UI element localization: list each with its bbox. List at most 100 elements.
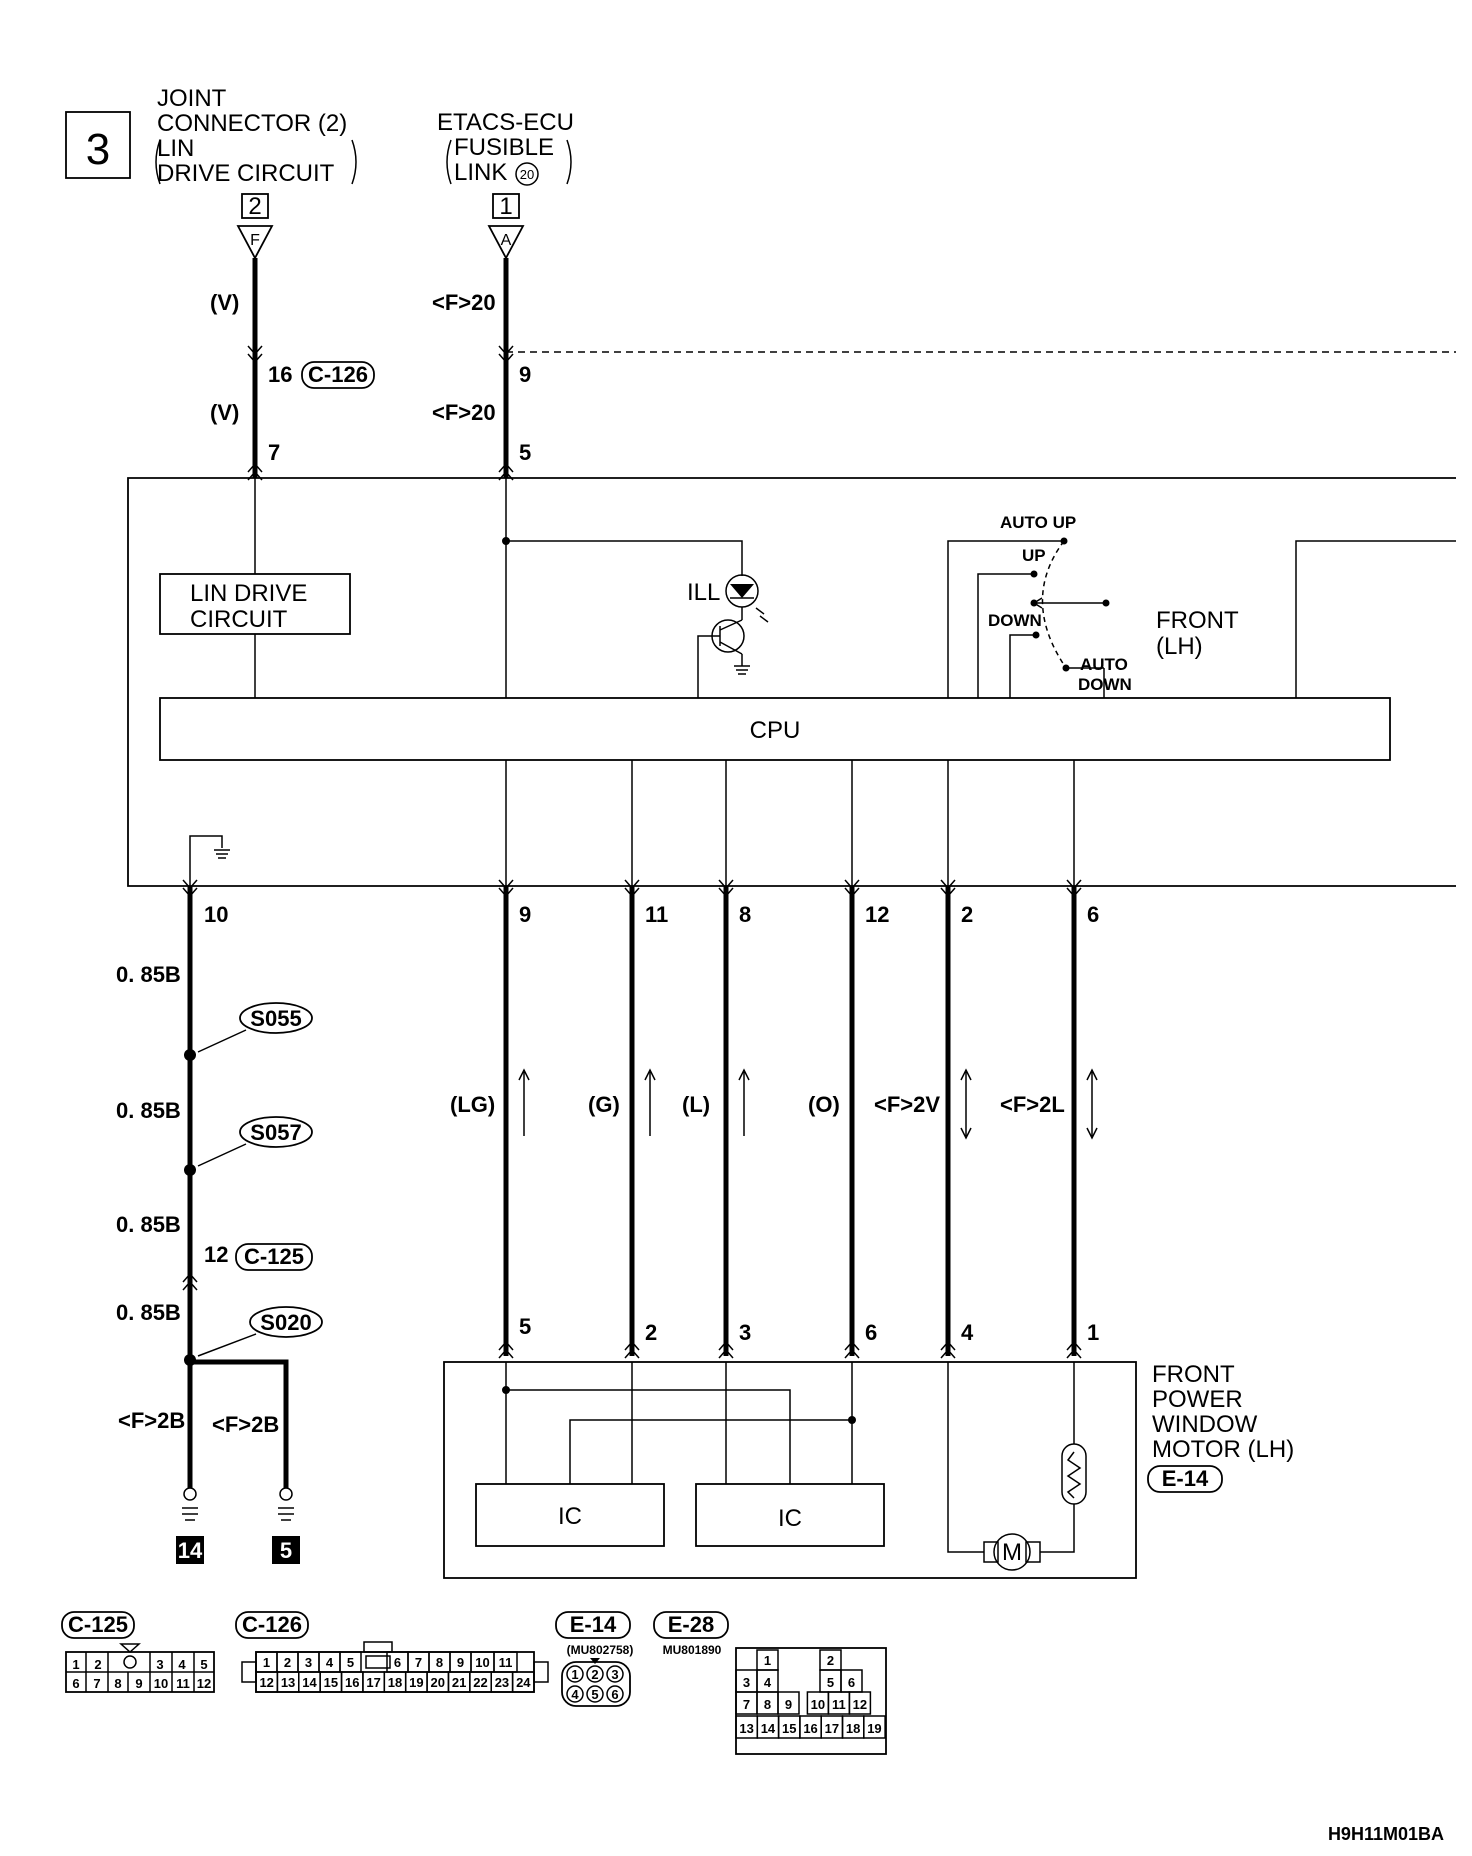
motor-pin-4: 4 <box>961 1320 974 1345</box>
e14-pin-5: 5 <box>591 1687 598 1702</box>
motor-symbol: M <box>1002 1539 1022 1566</box>
switch-auto-up: AUTO UP <box>1000 513 1076 532</box>
wire-color-v-1: (V) <box>210 290 239 315</box>
pin-16: 16 <box>268 362 292 387</box>
switch-up: UP <box>1022 546 1046 565</box>
motor-pin-5: 5 <box>519 1314 531 1339</box>
ground-color-1: 0. 85B <box>116 962 181 987</box>
c126-pin-13: 13 <box>281 1675 295 1690</box>
page-number: 3 <box>86 125 110 174</box>
e28-pin-12: 12 <box>853 1697 867 1712</box>
ic-2-label: IC <box>778 1505 802 1532</box>
lin-box-line-1: LIN DRIVE <box>190 580 307 607</box>
joint-line-1: JOINT <box>157 85 227 112</box>
motor-pin-1: 1 <box>1087 1320 1099 1345</box>
c125-pin-4: 4 <box>178 1657 186 1672</box>
etacs-label: ETACS-ECU FUSIBLE LINK 20 1 A <box>437 109 574 260</box>
connector-c125-label: C-125 <box>244 1244 304 1269</box>
motor-label-3: WINDOW <box>1152 1411 1258 1438</box>
e28-pin-14: 14 <box>761 1721 776 1736</box>
e28-title: E-28 <box>668 1612 714 1637</box>
joint-terminal: F <box>250 232 260 249</box>
splice-s057: S057 <box>250 1120 301 1145</box>
wire-color-f20-2: <F>20 <box>432 400 496 425</box>
c126-pin-18: 18 <box>388 1675 402 1690</box>
e28-part: MU801890 <box>663 1643 722 1657</box>
etacs-terminal: A <box>501 232 512 249</box>
ground-5: 5 <box>280 1538 292 1563</box>
e28-pin-5: 5 <box>827 1675 834 1690</box>
e14-pin-2: 2 <box>591 1667 598 1682</box>
etacs-pin: 1 <box>499 193 512 220</box>
motor-label-2: POWER <box>1152 1386 1243 1413</box>
cpu-label: CPU <box>750 717 801 744</box>
c126-pin-10: 10 <box>475 1655 489 1670</box>
e14-pin-4: 4 <box>571 1687 579 1702</box>
diagram-code: H9H11M01BA <box>1328 1824 1444 1844</box>
upper-wires: (V) (V) 16 C-126 7 <F>20 <F>20 9 5 <box>210 258 1456 481</box>
page-number-box: 3 <box>65 111 131 179</box>
e14-part: (MU802758) <box>567 1643 634 1657</box>
c126-pin-3: 3 <box>305 1655 312 1670</box>
joint-line-3: LIN <box>157 135 194 162</box>
c126-pin-9: 9 <box>457 1655 464 1670</box>
c125-pin-5: 5 <box>200 1657 207 1672</box>
switch-auto-down-1: AUTO <box>1080 655 1128 674</box>
c126-pin-20: 20 <box>431 1675 445 1690</box>
etacs-line-3: LINK <box>454 159 507 186</box>
splice-s020: S020 <box>260 1310 311 1335</box>
front-power-window-motor: FRONT POWER WINDOW MOTOR (LH) E-14 IC IC… <box>443 1361 1294 1579</box>
wire-color-l: (L) <box>682 1092 710 1117</box>
c126-pin-7: 7 <box>415 1655 422 1670</box>
ecu-pin-2: 2 <box>961 902 973 927</box>
wire-color-f2v: <F>2V <box>874 1092 940 1117</box>
ic-1-label: IC <box>558 1503 582 1530</box>
ground-color-2: 0. 85B <box>116 1098 181 1123</box>
e28-pin-8: 8 <box>764 1697 771 1712</box>
ground-pin-12: 12 <box>204 1242 228 1267</box>
c125-pin-3: 3 <box>156 1657 163 1672</box>
wire-color-g: (G) <box>588 1092 620 1117</box>
e28-pin-11: 11 <box>832 1697 846 1712</box>
ecu-box: LIN DRIVE CIRCUIT ILL AUTO UP UP DOWN <box>127 477 1456 887</box>
connector-e14-label: E-14 <box>1162 1466 1209 1491</box>
e28-pin-4: 4 <box>764 1675 772 1690</box>
splice-s055: S055 <box>250 1006 301 1031</box>
e28-pin-7: 7 <box>743 1697 750 1712</box>
wire-color-o: (O) <box>808 1092 840 1117</box>
wire-color-f2l: <F>2L <box>1000 1092 1065 1117</box>
motor-label-1: FRONT <box>1152 1361 1235 1388</box>
joint-line-4: DRIVE CIRCUIT <box>157 160 335 187</box>
motor-pin-3: 3 <box>739 1320 751 1345</box>
e28-pin-15: 15 <box>782 1721 796 1736</box>
c126-pin-8: 8 <box>436 1655 443 1670</box>
motor-pin-2: 2 <box>645 1320 657 1345</box>
ground-wire: 10 0. 85B 0. 85B 0. 85B 0. 85B S055 S057… <box>116 879 323 1564</box>
c125-pin-9: 9 <box>135 1676 142 1691</box>
e28-pin-19: 19 <box>867 1721 881 1736</box>
e28-pin-1: 1 <box>764 1653 771 1668</box>
c126-pin-5: 5 <box>347 1655 354 1670</box>
connector-c125: C-125 1 2 3 4 5 6 7 8 9 10 11 12 <box>61 1611 215 1693</box>
c125-pin-7: 7 <box>93 1676 100 1691</box>
switch-label-2: (LH) <box>1156 633 1203 660</box>
c125-pin-8: 8 <box>114 1676 121 1691</box>
switch-auto-down-2: DOWN <box>1078 675 1132 694</box>
ill-label: ILL <box>687 579 720 606</box>
c126-pin-17: 17 <box>366 1675 380 1690</box>
c126-pin-16: 16 <box>345 1675 359 1690</box>
c126-pin-6: 6 <box>394 1655 401 1670</box>
motor-pin-6: 6 <box>865 1320 877 1345</box>
e28-pin-6: 6 <box>848 1675 855 1690</box>
signal-wires: 9 11 8 12 2 6 (LG) (G) (L) (O) <F>2V <F>… <box>450 879 1099 1359</box>
pin-5-upper: 5 <box>519 440 531 465</box>
ground-14: 14 <box>178 1538 203 1563</box>
branch-color-2: <F>2B <box>212 1412 279 1437</box>
e28-pin-2: 2 <box>827 1653 834 1668</box>
c126-pin-24: 24 <box>516 1675 531 1690</box>
